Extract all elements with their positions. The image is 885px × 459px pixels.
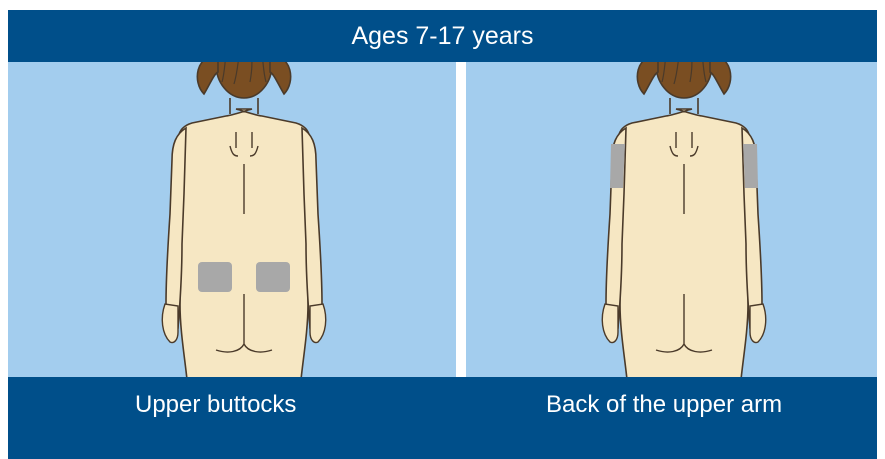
girl-illustration-arm bbox=[466, 62, 877, 378]
header-bar: Ages 7-17 years bbox=[8, 10, 877, 62]
diagram-frame: Ages 7-17 years Upper buttocks Back of t… bbox=[8, 10, 877, 459]
injection-site-right-upper-arm bbox=[743, 144, 758, 188]
injection-site-left-buttock bbox=[198, 262, 232, 292]
footer-bar: Upper buttocks Back of the upper arm bbox=[8, 377, 877, 459]
injection-site-right-buttock bbox=[256, 262, 290, 292]
header-title: Ages 7-17 years bbox=[351, 22, 533, 51]
panel-back-of-upper-arm bbox=[466, 62, 877, 378]
injection-site-left-upper-arm bbox=[610, 144, 625, 188]
girl-illustration-buttocks bbox=[8, 62, 456, 378]
caption-back-of-upper-arm: Back of the upper arm bbox=[546, 391, 782, 419]
caption-upper-buttocks: Upper buttocks bbox=[135, 391, 296, 419]
panel-upper-buttocks bbox=[8, 62, 456, 378]
